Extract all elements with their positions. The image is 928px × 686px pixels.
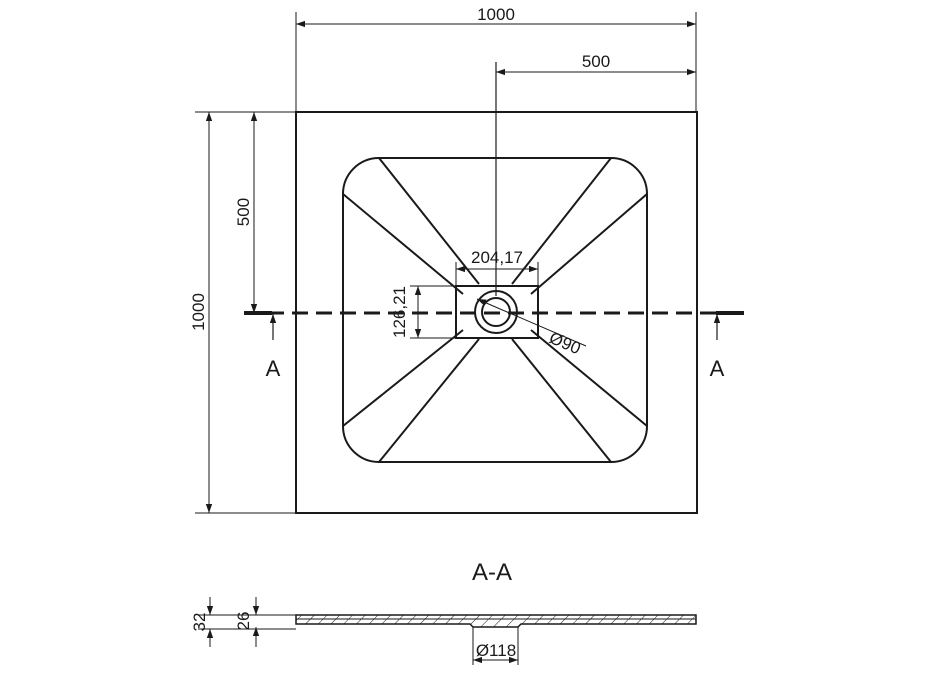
top-view [244, 62, 744, 514]
section-profile [295, 614, 697, 628]
section-marker-left-label: A [266, 356, 281, 381]
dimension-drain-diameter-label: Ø90 [546, 328, 583, 358]
dimension-width-half: 500 [496, 52, 696, 76]
section-marker-left: A [266, 314, 281, 381]
dimension-drain-width: 204,17 [455, 248, 539, 286]
section-title: A-A [472, 559, 512, 586]
dimension-section-drain: Ø118 [472, 627, 519, 665]
dimension-drain-height-label: 126,21 [390, 286, 409, 338]
dimension-drain-width-label: 204,17 [471, 248, 523, 267]
section-view: 32 26 Ø118 [190, 597, 697, 665]
dimension-section-total: 32 [190, 597, 296, 647]
dimension-section-inner: 26 [234, 597, 260, 647]
dimension-section-inner-label: 26 [234, 612, 253, 631]
dimension-drain-diameter: Ø90 [476, 298, 587, 358]
dimension-height-half-label: 500 [234, 198, 253, 226]
dimension-height-half: 500 [234, 112, 258, 313]
dimension-drain-height: 126,21 [390, 285, 456, 339]
dimension-section-total-label: 32 [190, 613, 209, 632]
dimension-width-total: 1000 [295, 5, 697, 112]
dimension-height-total-label: 1000 [189, 293, 208, 331]
dimension-width-total-label: 1000 [477, 5, 515, 24]
section-marker-right: A [710, 314, 725, 381]
dimension-width-half-label: 500 [582, 52, 610, 71]
dimension-section-drain-label: Ø118 [476, 641, 516, 660]
section-marker-right-label: A [710, 356, 725, 381]
dimension-height-total: 1000 [189, 111, 296, 514]
basin-outline [342, 157, 648, 463]
drainage-channels [343, 158, 647, 462]
